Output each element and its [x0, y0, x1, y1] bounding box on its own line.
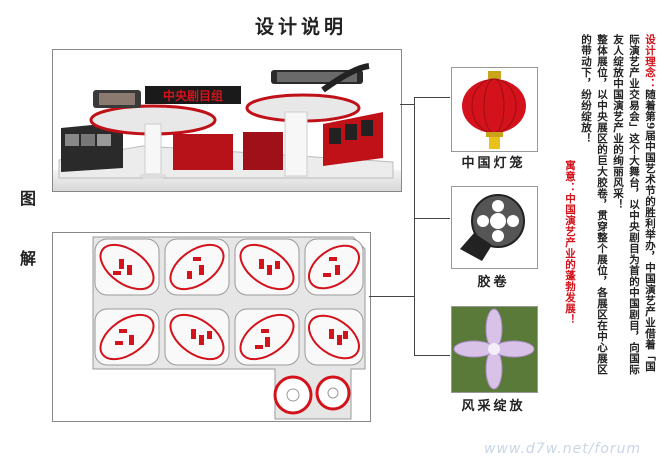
side-label-bottom: 解 [20, 249, 37, 268]
connector-line [414, 97, 450, 98]
lantern-icon [462, 71, 526, 149]
film-reel-icon [460, 194, 525, 261]
connector-line [414, 218, 450, 219]
floor-plan-panel [52, 232, 371, 422]
connector-line [414, 355, 450, 356]
connector-line [400, 104, 414, 105]
booth-render: 中央剧目组 [53, 50, 401, 191]
film-reel-image-box [451, 186, 538, 269]
desc-column-2: 际演艺产业交易会」这个大舞台，以中央剧目为首的中国剧目，向国际 [628, 34, 640, 375]
side-label-top: 图 [20, 189, 37, 208]
flower-label: 风采绽放 [461, 399, 526, 414]
desc-column-3: 友人绽放中国演艺产业的绚丽风采！ [612, 34, 624, 210]
meaning-text: 寓意：中国演艺产业的蓬勃发展！ [564, 160, 576, 325]
flower-icon [452, 307, 537, 392]
desc-column-4: 整体展位，以中央展区的巨大胶卷，贯穿整个展位，各展区在中心展区 [596, 34, 608, 375]
lantern-image-box [451, 67, 538, 152]
film-reel-label: 胶卷 [477, 275, 510, 290]
watermark: www.d7w.net/forum [484, 441, 642, 457]
page-title: 设计说明 [255, 16, 348, 38]
flower-image-box [451, 306, 538, 393]
lantern-label: 中国灯笼 [461, 156, 526, 171]
booth-sign: 中央剧目组 [163, 88, 223, 103]
connector-line [414, 97, 415, 355]
floor-plan [53, 233, 370, 421]
connector-line [369, 296, 414, 297]
desc-column-5: 的带动下，纷纷绽放！ [580, 34, 592, 144]
booth-render-panel: 中央剧目组 [52, 49, 402, 192]
concept-heading: 设计理念： [644, 34, 656, 89]
desc-column-1: 设计理念：随着第9届中国艺术节的胜利举办，中国演艺产业借着「国 [644, 34, 656, 372]
